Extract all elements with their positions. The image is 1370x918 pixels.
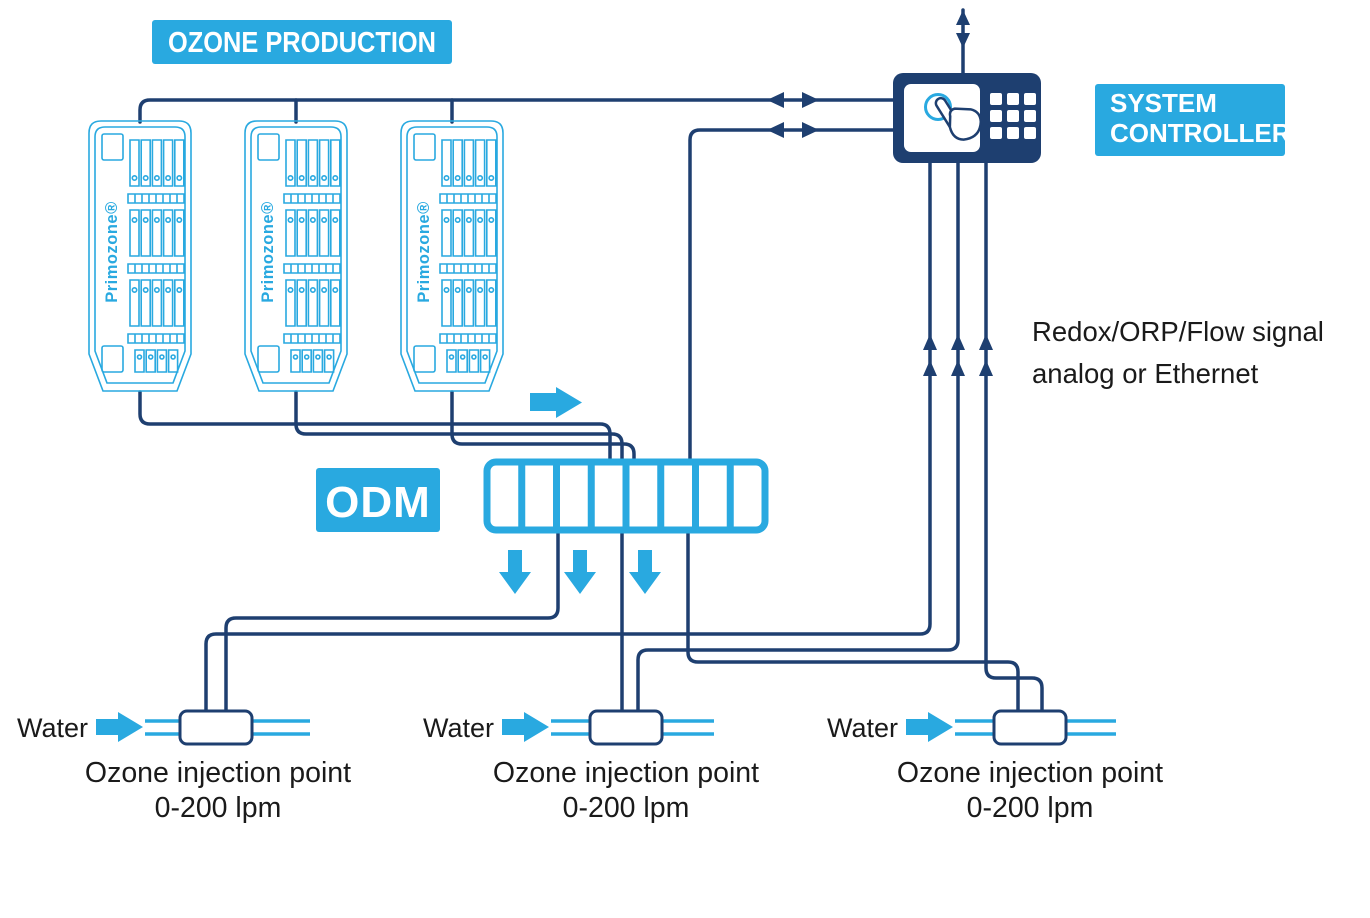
flow-arrow-down-icon — [564, 550, 596, 594]
injection-point-1 — [96, 709, 310, 746]
signal-note: Redox/ORP/Flow signal analog or Ethernet — [1032, 316, 1324, 389]
system-controller-device — [893, 73, 1041, 163]
bidirectional-arrow-icon — [802, 92, 819, 108]
vertical-bidirectional-arrow-icon — [956, 33, 970, 48]
signal-arrow-up-icon — [979, 360, 993, 376]
flow-arrow-down-icon — [629, 550, 661, 594]
generator3-odm-line — [450, 390, 636, 461]
water-flow-arrow-icon — [96, 712, 143, 742]
vertical-bidirectional-arrow-icon — [956, 10, 970, 25]
injection-point-3-rate: 0-200 lpm — [967, 792, 1094, 824]
injection-point-captions: Ozone injection point 0-200 lpm Ozone in… — [85, 757, 1163, 824]
odm-manifold-segments — [518, 462, 734, 530]
ozone-generator-1 — [88, 120, 192, 392]
water-label-1: Water — [17, 713, 88, 743]
injector-box — [992, 709, 1068, 746]
odm-manifold — [483, 458, 769, 534]
bidirectional-arrow-icon — [767, 122, 784, 138]
ozone-line-injection1 — [224, 531, 560, 714]
water-pipe — [145, 719, 310, 736]
signal-line-injection2 — [636, 160, 960, 714]
bidirectional-arrow-icon — [802, 122, 819, 138]
badge-background — [152, 20, 452, 64]
flow-arrows — [499, 387, 661, 594]
signal-arrow-up-icon — [923, 360, 937, 376]
signal-note-line2: analog or Ethernet — [1032, 358, 1259, 389]
water-label-3: Water — [827, 713, 898, 743]
injector-box — [588, 709, 664, 746]
keypad-icon — [990, 93, 1036, 139]
ozone-production-badge: OZONE PRODUCTION — [152, 20, 452, 64]
injector-box — [178, 709, 254, 746]
signal-line-injection1 — [204, 160, 932, 714]
ozone-generator-3 — [400, 120, 504, 392]
injection-point-1-rate: 0-200 lpm — [155, 792, 282, 824]
data-link-arrows — [767, 10, 993, 376]
badge-background — [316, 468, 440, 532]
injection-point-1-title: Ozone injection point — [85, 757, 351, 789]
ozone-line-injection3 — [686, 531, 1020, 714]
signal-arrow-up-icon — [951, 334, 965, 350]
odm-label: ODM — [325, 478, 431, 527]
signal-arrow-up-icon — [979, 334, 993, 350]
ozone-production-label: OZONE PRODUCTION — [168, 27, 436, 59]
controller-odm-line — [688, 128, 896, 461]
signal-note-line1: Redox/ORP/Flow signal — [1032, 316, 1324, 347]
injection-point-2-title: Ozone injection point — [493, 757, 759, 789]
generator1-odm-line — [138, 390, 612, 461]
touch-hand-icon — [934, 96, 983, 141]
system-controller-badge: SYSTEM CONTROLLER — [1095, 84, 1291, 156]
injection-point-2-rate: 0-200 lpm — [563, 792, 690, 824]
water-label-2: Water — [423, 713, 494, 743]
injection-point-3-title: Ozone injection point — [897, 757, 1163, 789]
connection-lines — [138, 8, 1044, 714]
water-pipe — [551, 719, 714, 736]
flow-arrow-right-icon — [530, 387, 582, 418]
signal-arrow-up-icon — [923, 334, 937, 350]
water-pipe — [955, 719, 1116, 736]
injection-point-2 — [502, 709, 714, 746]
injection-point-3 — [906, 709, 1116, 746]
bidirectional-arrow-icon — [767, 92, 784, 108]
system-controller-label-line1: SYSTEM — [1110, 88, 1217, 118]
badge-background — [1095, 84, 1285, 156]
ozone-generator-2 — [244, 120, 348, 392]
system-controller-label-line2: CONTROLLER — [1110, 118, 1291, 148]
signal-arrow-up-icon — [951, 360, 965, 376]
flow-arrow-down-icon — [499, 550, 531, 594]
water-flow-arrow-icon — [906, 712, 953, 742]
controller-generators-bus-line — [138, 98, 896, 124]
water-flow-arrow-icon — [502, 712, 549, 742]
odm-badge: ODM — [316, 468, 440, 532]
generator2-odm-line — [294, 390, 624, 461]
signal-line-injection3 — [984, 160, 1044, 714]
